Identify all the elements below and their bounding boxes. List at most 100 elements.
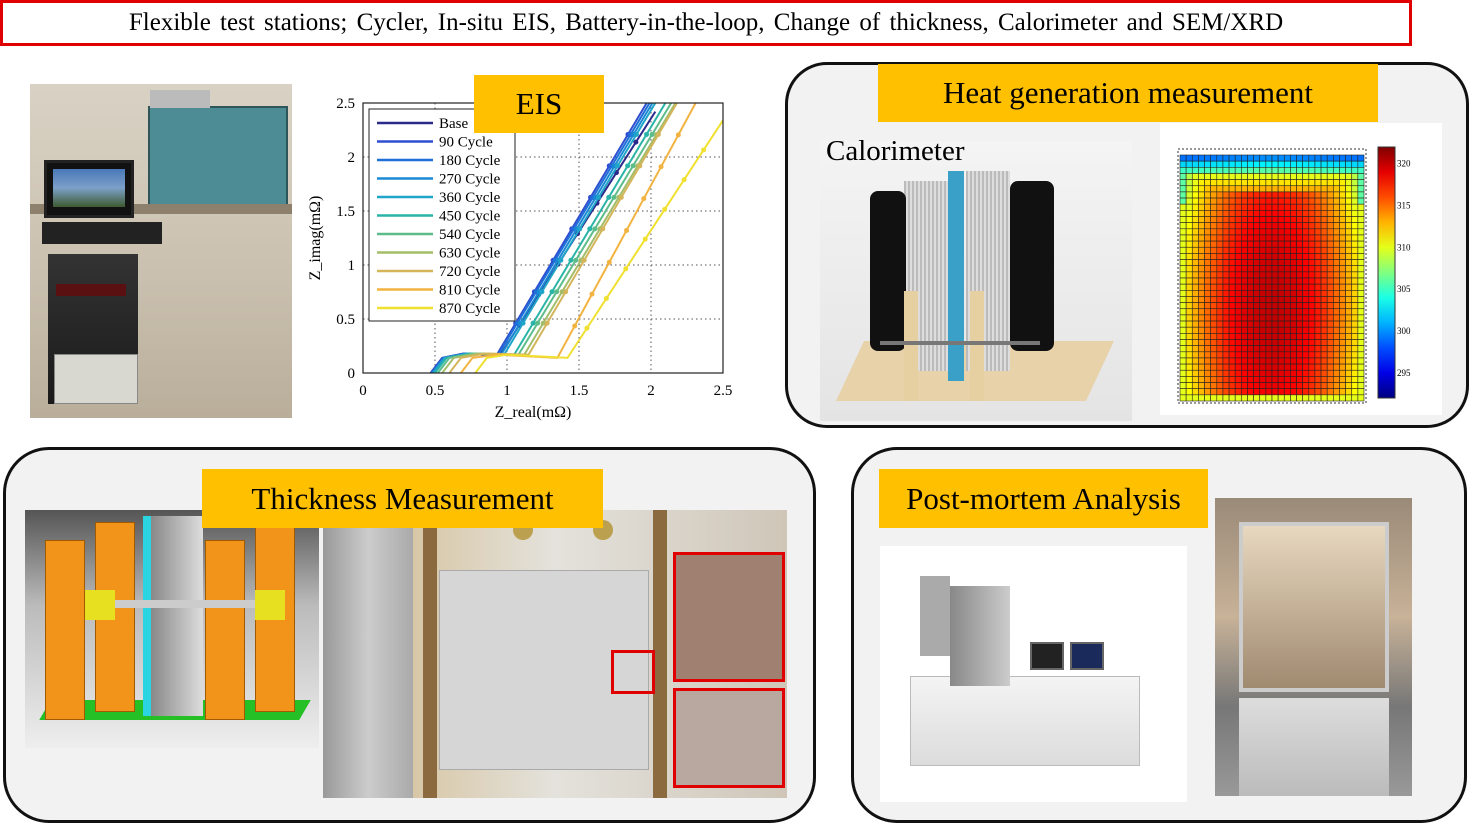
- heatmap-cell: [1333, 326, 1340, 334]
- heatmap-cell: [1314, 326, 1322, 334]
- heatmap-cell: [1234, 376, 1242, 383]
- heatmap-cell: [1234, 228, 1242, 236]
- heatmap-cell: [1216, 197, 1224, 205]
- heatmap-cell: [1357, 376, 1365, 383]
- heatmap-cell: [1228, 290, 1236, 297]
- legend-label: 270 Cycle: [439, 172, 501, 188]
- heatmap-cell: [1339, 394, 1346, 402]
- heatmap-cell: [1228, 259, 1236, 267]
- heatmap-cell: [1253, 369, 1261, 377]
- heatmap-cell: [1191, 246, 1199, 254]
- heatmap-cell: [1277, 345, 1285, 353]
- heatmap-cell: [1271, 234, 1279, 242]
- heatmap-cell: [1320, 259, 1328, 267]
- heatmap-cell: [1296, 234, 1303, 242]
- heatmap-cell: [1302, 185, 1310, 193]
- heatmap-cell: [1179, 382, 1187, 389]
- heatmap-cell: [1228, 179, 1236, 187]
- heatmap-cell: [1357, 166, 1365, 174]
- heatmap-cell: [1210, 246, 1218, 254]
- series-point: [584, 325, 590, 331]
- heatmap-cell: [1339, 154, 1346, 162]
- heatmap-cell: [1204, 160, 1211, 168]
- heatmap-cell: [1247, 296, 1254, 303]
- heatmap-cell: [1357, 240, 1365, 248]
- heatmap-cell: [1351, 253, 1359, 260]
- series-point: [600, 226, 606, 232]
- heatmap-cell: [1351, 222, 1359, 230]
- heatmap-cell: [1234, 154, 1242, 162]
- heatmap-cell: [1222, 283, 1230, 291]
- heatmap-cell: [1290, 314, 1297, 322]
- heatmap-cell: [1308, 326, 1316, 334]
- heatmap-cell: [1302, 302, 1310, 310]
- heatmap-cell: [1228, 240, 1236, 248]
- heatmap-cell: [1204, 363, 1211, 371]
- heatmap-cell: [1198, 210, 1205, 217]
- heatmap-cell: [1302, 234, 1310, 242]
- heatmap-cell: [1185, 326, 1193, 334]
- heatmap-cell: [1198, 369, 1205, 377]
- heatmap-cell: [1283, 345, 1291, 353]
- heatmap-cell: [1216, 283, 1224, 291]
- heatmap-cell: [1308, 228, 1316, 236]
- heatmap-cell: [1234, 246, 1242, 254]
- heatmap-cell: [1253, 253, 1261, 260]
- series-point: [630, 163, 636, 169]
- heatmap-cell: [1265, 240, 1273, 248]
- heatmap-cell: [1179, 296, 1187, 303]
- heatmap-cell: [1191, 203, 1199, 211]
- heatmap-cell: [1210, 154, 1218, 162]
- series-point: [606, 194, 612, 200]
- series-point: [572, 323, 578, 329]
- heatmap-cell: [1290, 363, 1297, 371]
- heatmap-cell: [1234, 216, 1242, 223]
- heatmap-cell: [1210, 179, 1218, 187]
- heatmap-cell: [1265, 388, 1273, 396]
- heatmap-cell: [1241, 345, 1248, 353]
- heatmap-cell: [1191, 191, 1199, 199]
- heatmap-cell: [1185, 222, 1193, 230]
- heatmap-cell: [1265, 290, 1273, 297]
- heatmap-cell: [1259, 191, 1267, 199]
- heatmap-cell: [1228, 197, 1236, 205]
- heatmap-cell: [1277, 160, 1285, 168]
- series-point: [558, 257, 564, 263]
- heatmap-cell: [1234, 203, 1242, 211]
- heatmap-cell: [1204, 382, 1211, 389]
- heatmap-cell: [1222, 345, 1230, 353]
- heatmap-cell: [1339, 326, 1346, 334]
- series-point: [549, 289, 555, 295]
- heatmap-cell: [1290, 320, 1297, 328]
- heatmap-cell: [1234, 173, 1242, 180]
- heatmap-cell: [1234, 363, 1242, 371]
- series-point: [577, 226, 583, 232]
- heatmap-cell: [1179, 271, 1187, 279]
- heatmap-cell: [1308, 154, 1316, 162]
- heatmap-cell: [1296, 253, 1303, 260]
- heatmap-cell: [1198, 240, 1205, 248]
- heatmap-cell: [1216, 388, 1224, 396]
- heatmap-cell: [1351, 210, 1359, 217]
- heatmap-cell: [1357, 191, 1365, 199]
- heatmap-cell: [1326, 314, 1334, 322]
- heatmap-cell: [1320, 191, 1328, 199]
- heatmap-cell: [1265, 166, 1273, 174]
- heatmap-cell: [1198, 308, 1205, 316]
- heatmap-cell: [1204, 222, 1211, 230]
- thickness-fixture-cad: [25, 510, 319, 748]
- y-tick-label: 0: [348, 366, 356, 382]
- heatmap-cell: [1320, 197, 1328, 205]
- heatmap-cell: [1253, 271, 1261, 279]
- heatmap-cell: [1357, 302, 1365, 310]
- heatmap-cell: [1234, 290, 1242, 297]
- heatmap-cell: [1204, 203, 1211, 211]
- heatmap-cell: [1253, 388, 1261, 396]
- heatmap-cell: [1210, 203, 1218, 211]
- heatmap-cell: [1210, 253, 1218, 260]
- heatmap-cell: [1314, 222, 1322, 230]
- heatmap-cell: [1191, 222, 1199, 230]
- heatmap-cell: [1326, 185, 1334, 193]
